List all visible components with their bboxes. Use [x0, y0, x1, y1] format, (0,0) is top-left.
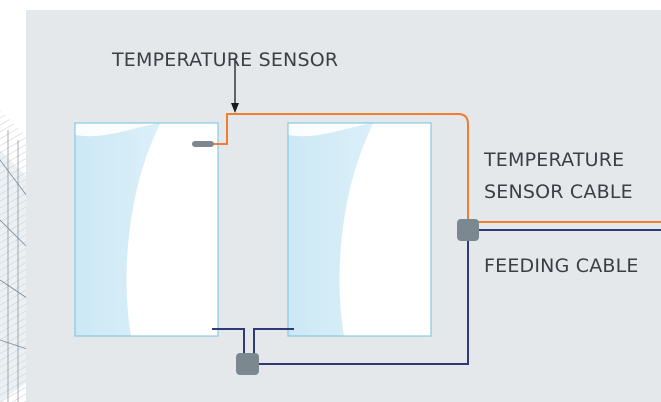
right-window — [287, 122, 432, 337]
feeding-cable-line — [212, 229, 661, 365]
temperature-sensor-label: TEMPERATURE SENSOR — [112, 49, 339, 71]
temperature-sensor-cable-line — [214, 113, 661, 223]
sensor-pointer-arrow — [231, 58, 239, 113]
temperature-sensor-cable-label-line1: TEMPERATURE — [484, 149, 625, 171]
building-sketch-graphic — [0, 110, 31, 402]
cable-junction-box — [457, 219, 479, 241]
temperature-sensor-cable-label-line2: SENSOR CABLE — [484, 181, 633, 203]
left-window — [74, 122, 219, 337]
window-feeding-connector — [236, 353, 259, 375]
feeding-cable-label: FEEDING CABLE — [484, 255, 639, 277]
temperature-sensor-probe — [192, 141, 214, 147]
